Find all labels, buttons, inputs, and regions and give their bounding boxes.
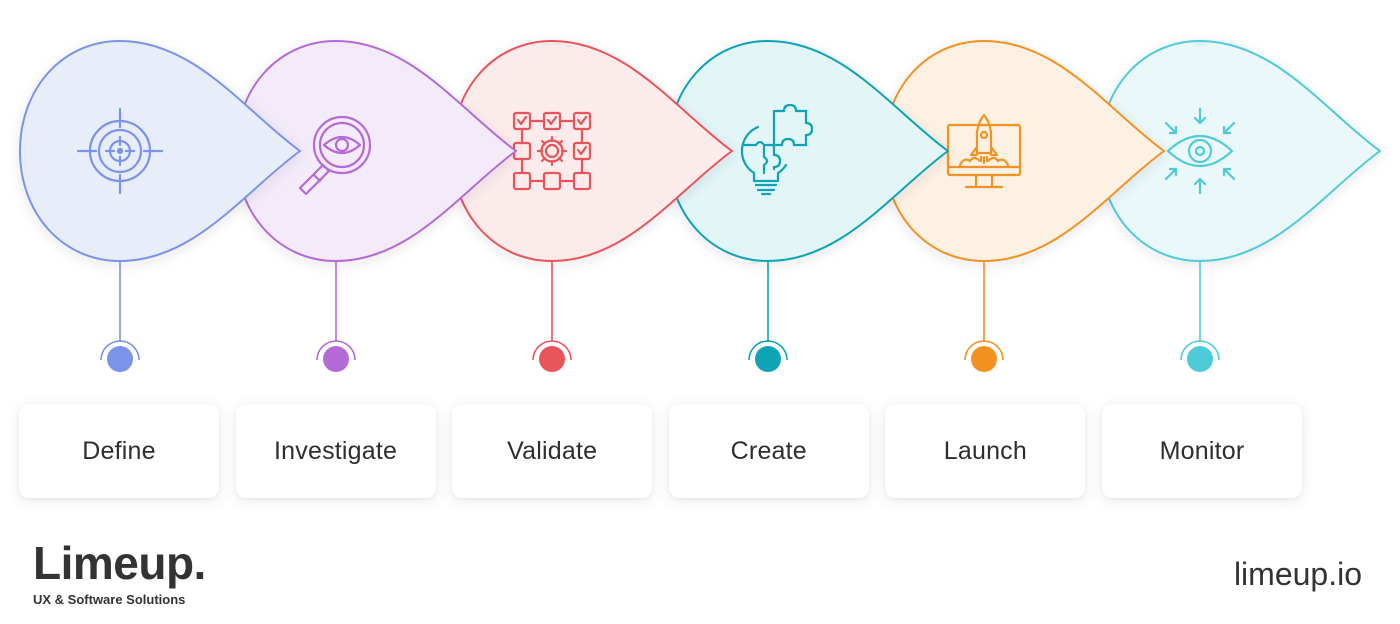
step-dot (971, 346, 997, 372)
flowchart-gear-icon (512, 111, 592, 191)
step-label: Investigate (274, 436, 398, 465)
step-create-connector (748, 261, 788, 372)
step-investigate-card: Investigate (235, 404, 436, 498)
step-dot (755, 346, 781, 372)
step-validate-petal (450, 39, 734, 263)
step-create-petal (666, 39, 950, 263)
step-define-card: Define (19, 404, 219, 498)
step-define-petal (18, 39, 302, 263)
step-create-card: Create (668, 404, 869, 498)
step-label: Monitor (1159, 436, 1245, 465)
brand-name: Limeup. (33, 537, 206, 589)
step-label: Validate (507, 436, 598, 465)
step-dot (1187, 346, 1213, 372)
website-url: limeup.io (1233, 556, 1362, 592)
step-label: Launch (943, 436, 1027, 465)
step-investigate-connector (316, 261, 356, 372)
target-icon (76, 107, 164, 195)
step-launch-connector (964, 261, 1004, 372)
brand-tagline: UX & Software Solutions (33, 592, 186, 607)
step-label: Create (730, 436, 807, 465)
step-monitor-connector (1180, 261, 1220, 372)
step-label: Define (82, 436, 156, 465)
step-define-connector (100, 261, 140, 372)
eye-focus-icon (1164, 107, 1236, 195)
step-launch-card: Launch (885, 404, 1086, 498)
process-diagram (18, 39, 1382, 372)
step-dot (107, 346, 133, 372)
step-dot (539, 346, 565, 372)
step-validate-connector (532, 261, 572, 372)
step-monitor-card: Monitor (1102, 404, 1302, 498)
puzzle-bulb-icon (740, 103, 814, 196)
step-validate-card: Validate (452, 404, 653, 498)
step-dot (323, 346, 349, 372)
magnifier-eye-icon (298, 115, 372, 196)
brand-logo: Limeup. UX & Software Solutions (33, 538, 206, 607)
